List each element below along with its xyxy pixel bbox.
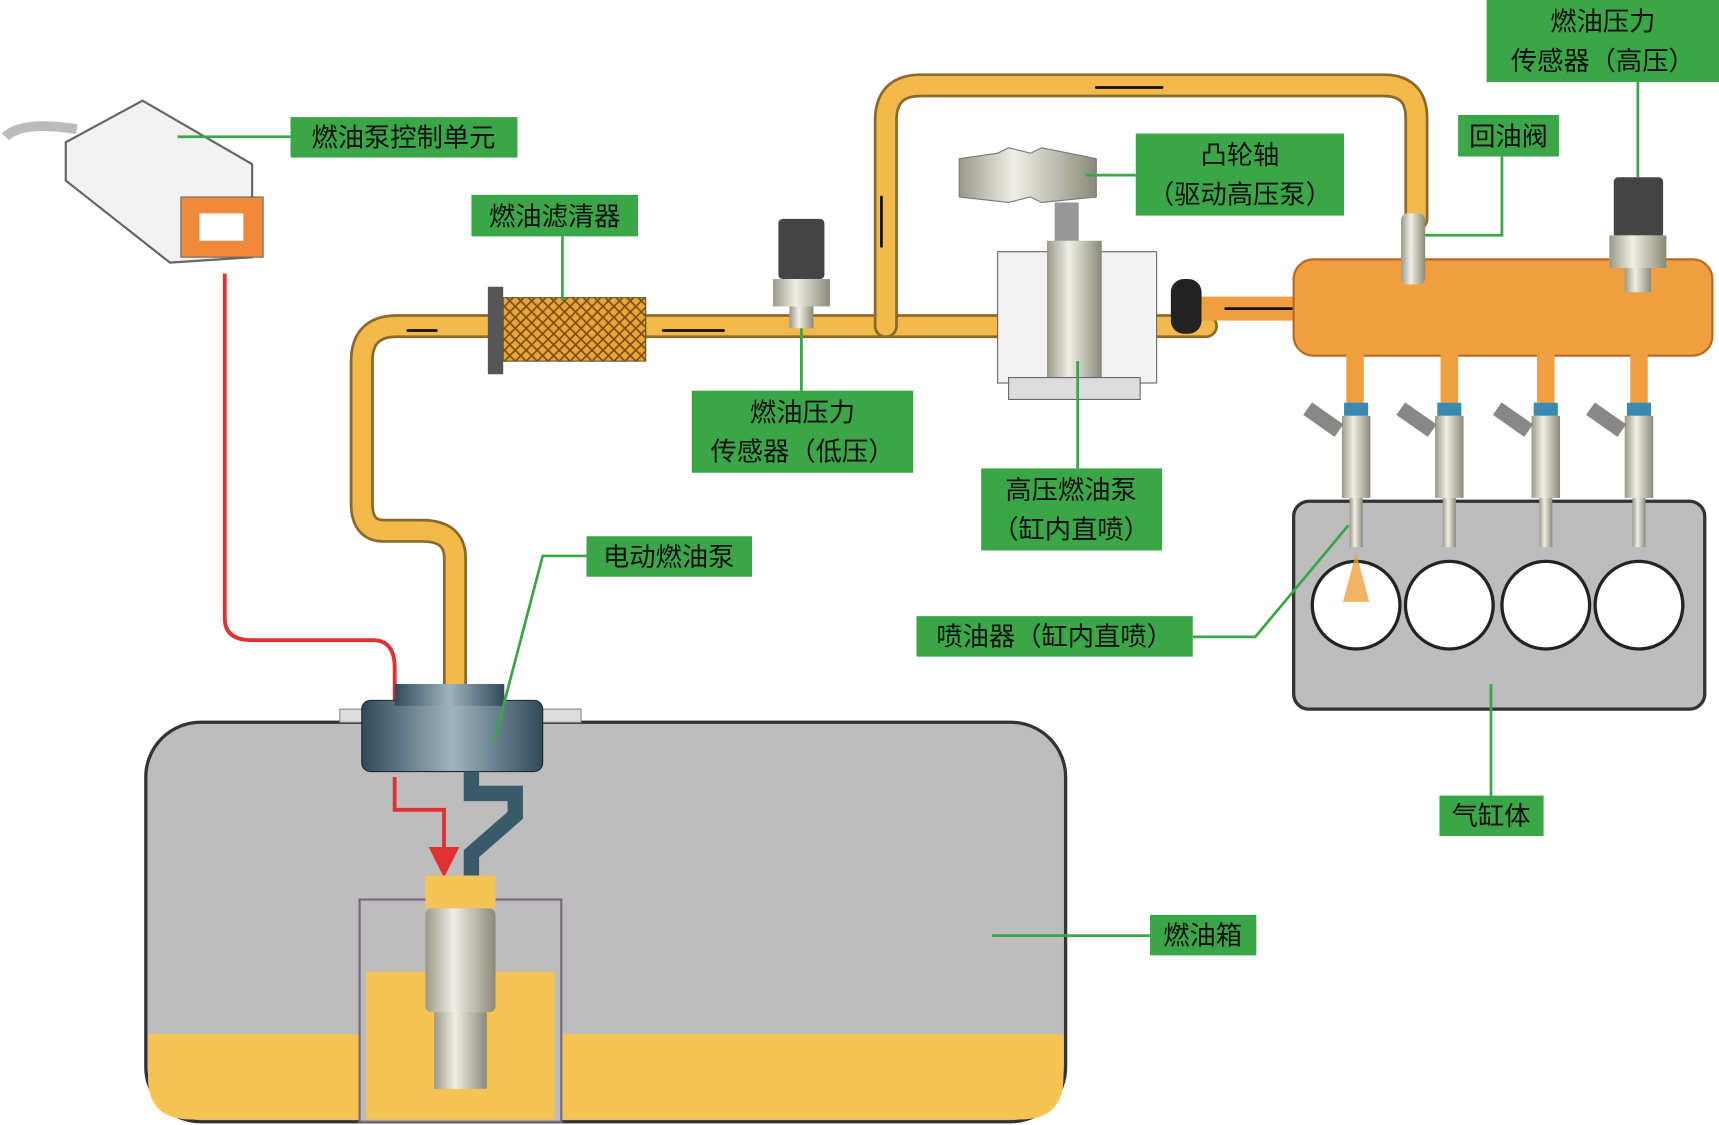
high-pressure-pump [958, 147, 1202, 400]
control-wire [222, 273, 444, 870]
svg-text:传感器（低压）: 传感器（低压） [710, 438, 894, 468]
label-camshaft: 凸轮轴 （驱动高压泵） [1135, 133, 1345, 216]
svg-text:高压燃油泵: 高压燃油泵 [1005, 476, 1136, 506]
svg-text:（缸内直喷）: （缸内直喷） [992, 515, 1150, 545]
svg-text:回油阀: 回油阀 [1469, 123, 1548, 153]
label-control-unit: 燃油泵控制单元 [290, 117, 518, 158]
leader-lines [177, 82, 1640, 938]
label-return-valve: 回油阀 [1458, 114, 1559, 157]
svg-text:凸轮轴: 凸轮轴 [1200, 141, 1279, 171]
svg-text:燃油压力: 燃油压力 [750, 398, 855, 428]
svg-text:燃油箱: 燃油箱 [1163, 921, 1242, 951]
fuel-rail [1292, 177, 1714, 405]
svg-text:燃油滤清器: 燃油滤清器 [489, 202, 620, 232]
electric-fuel-pump [339, 683, 582, 1089]
svg-text:（驱动高压泵）: （驱动高压泵） [1148, 181, 1332, 211]
label-high-pressure-pump: 高压燃油泵 （缸内直喷） [981, 468, 1163, 551]
fuel-lines [349, 73, 1429, 697]
svg-text:传感器（高压）: 传感器（高压） [1511, 47, 1695, 77]
label-cylinder-block: 气缸体 [1439, 795, 1544, 837]
label-fuel-filter: 燃油滤清器 [471, 194, 639, 237]
fuel-filter [487, 286, 647, 375]
label-electric-pump: 电动燃油泵 [586, 536, 753, 577]
high-pressure-sensor [1613, 177, 1664, 238]
low-pressure-sensor [772, 218, 830, 329]
return-valve [1401, 213, 1426, 285]
svg-text:气缸体: 气缸体 [1452, 802, 1531, 832]
injectors [1303, 402, 1654, 548]
fuel-tank [144, 720, 1068, 1124]
svg-text:燃油压力: 燃油压力 [1550, 8, 1655, 38]
svg-text:电动燃油泵: 电动燃油泵 [603, 543, 734, 573]
cylinder-block [1291, 499, 1707, 711]
svg-text:燃油泵控制单元: 燃油泵控制单元 [311, 124, 495, 154]
label-injector: 喷油器（缸内直喷） [916, 616, 1193, 657]
label-fuel-tank: 燃油箱 [1150, 914, 1257, 956]
fuel-pump-control-unit [1, 99, 264, 264]
svg-text:喷油器（缸内直喷）: 喷油器（缸内直喷） [936, 623, 1173, 653]
